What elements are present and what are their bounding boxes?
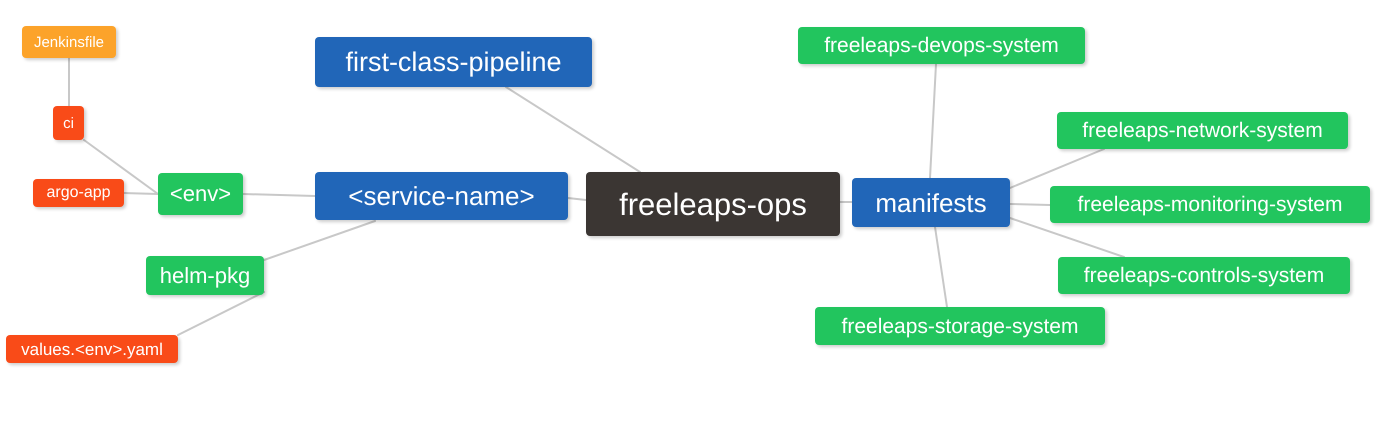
node-freeleaps-devops-system[interactable]: freeleaps-devops-system (798, 27, 1085, 64)
edge-manifests-monitoring (1009, 203, 1051, 206)
node-label: values.<env>.yaml (21, 339, 163, 359)
node-label: <env> (169, 181, 232, 206)
edge-pipeline-root (505, 86, 641, 173)
node-manifests[interactable]: manifests (852, 178, 1010, 227)
edge-manifests-storage (934, 226, 948, 308)
node-label: helm-pkg (159, 262, 251, 288)
edge-manifests-devops (929, 63, 937, 179)
node-label: argo-app (46, 184, 111, 201)
node-first-class-pipeline[interactable]: first-class-pipeline (315, 37, 592, 87)
node-freeleaps-ops[interactable]: freeleaps-ops (586, 172, 840, 236)
node-label: freeleaps-monitoring-system (1077, 193, 1343, 216)
node-freeleaps-storage-system[interactable]: freeleaps-storage-system (815, 307, 1105, 345)
edge-argoapp-env (123, 192, 159, 195)
node-label: first-class-pipeline (345, 46, 562, 77)
node-label: manifests (875, 187, 987, 218)
node-label: freeleaps-devops-system (824, 34, 1059, 57)
node-freeleaps-controls-system[interactable]: freeleaps-controls-system (1058, 257, 1350, 294)
edge-helmpkg-servicename (263, 220, 376, 261)
edge-env-servicename (242, 193, 316, 197)
node-ci[interactable]: ci (53, 106, 84, 140)
node-env[interactable]: <env> (158, 173, 243, 215)
node-jenkinsfile[interactable]: Jenkinsfile (22, 26, 116, 58)
node-label: Jenkinsfile (33, 33, 105, 51)
node-helm-pkg[interactable]: helm-pkg (146, 256, 264, 295)
node-label: freeleaps-network-system (1082, 119, 1323, 142)
node-label: <service-name> (348, 181, 535, 211)
node-label: ci (63, 114, 74, 132)
node-label: freeleaps-ops (619, 186, 807, 222)
node-label: freeleaps-storage-system (841, 314, 1079, 338)
node-label: freeleaps-controls-system (1083, 264, 1325, 287)
edge-servicename-root (567, 197, 587, 201)
node-freeleaps-network-system[interactable]: freeleaps-network-system (1057, 112, 1348, 149)
node-service-name[interactable]: <service-name> (315, 172, 568, 220)
node-argo-app[interactable]: argo-app (33, 179, 124, 207)
edge-manifests-controls (1009, 217, 1125, 258)
node-values-env-yaml[interactable]: values.<env>.yaml (6, 335, 178, 363)
node-freeleaps-monitoring-system[interactable]: freeleaps-monitoring-system (1050, 186, 1370, 223)
edge-values-helmpkg (177, 291, 265, 336)
edge-manifests-network (1009, 148, 1105, 189)
